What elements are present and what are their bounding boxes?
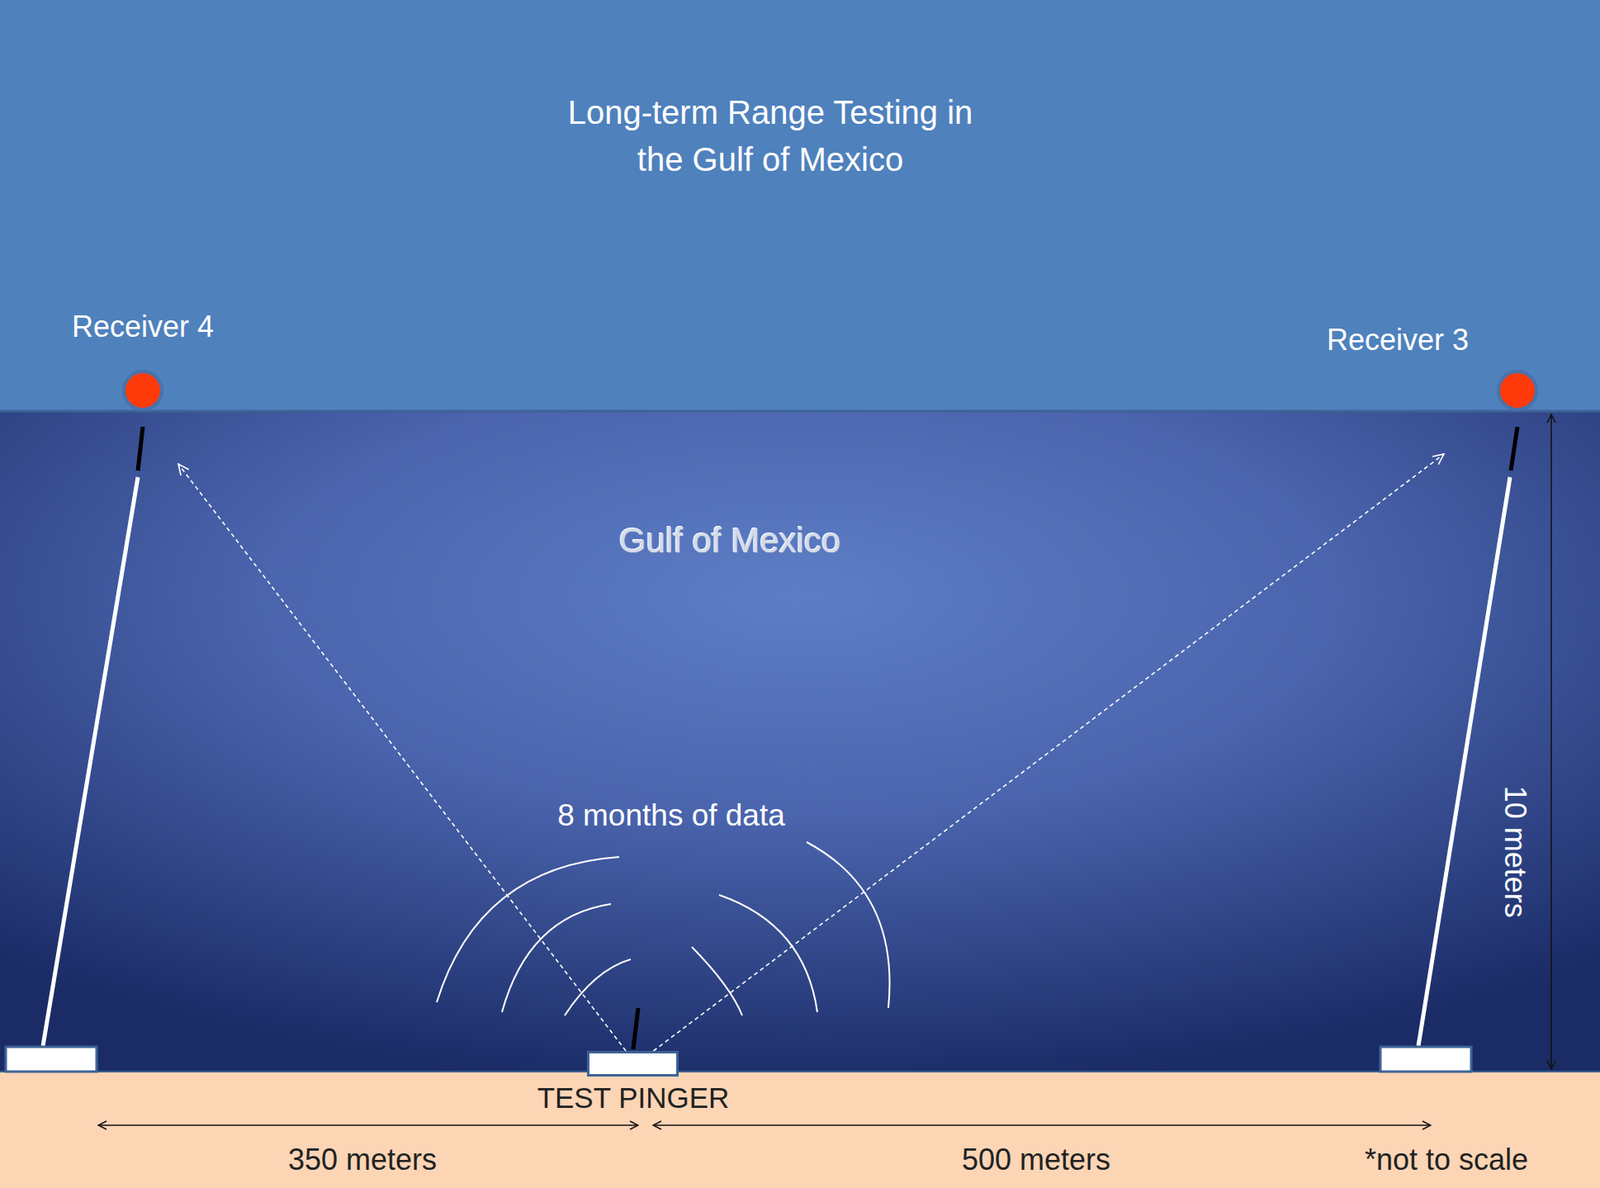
pinger-box: TEST PINGER [537, 1050, 730, 1115]
scale-note: *not to scale [1364, 1142, 1529, 1177]
pinger-transducer [633, 1008, 639, 1050]
dimension-arrow [653, 1124, 1431, 1127]
signal-path [178, 463, 626, 1051]
receiver-buoy [122, 369, 164, 412]
dimension-label: 350 meters [288, 1142, 437, 1177]
receiver-label: Receiver 4 [71, 309, 214, 344]
wave-arc [691, 946, 743, 1016]
sky-band [0, 0, 1600, 412]
receiver-buoy [1496, 369, 1539, 412]
anchor-block [5, 1046, 97, 1072]
device-label: TEST PINGER [537, 1081, 730, 1115]
receiver-label: Receiver 3 [1326, 322, 1469, 357]
dimension-label: 500 meters [961, 1142, 1111, 1177]
receiver-hydrophone [137, 426, 143, 471]
sound-waves [436, 842, 890, 1016]
seabed [0, 1071, 1600, 1188]
receiver-hydrophone [1510, 426, 1518, 471]
wave-arc [564, 959, 631, 1016]
note-label: 8 months of data [557, 798, 786, 834]
receiver-node: Receiver 3 [1326, 322, 1539, 412]
depth-arrow [1550, 414, 1553, 1070]
seabed-line [0, 1070, 1600, 1073]
mooring-line [42, 477, 138, 1047]
wave-arc [719, 894, 818, 1013]
dimension-arrow [98, 1124, 639, 1127]
water-surface [0, 410, 1600, 413]
mooring-line [1418, 477, 1511, 1047]
wave-arc [436, 856, 620, 1003]
wave-arc [501, 904, 611, 1013]
region-label: Gulf of Mexico [619, 520, 841, 561]
water-body [0, 411, 1600, 1072]
anchor-block [1380, 1046, 1472, 1072]
dimension-label: 10 meters [1497, 785, 1532, 919]
diagram-title: Long-term Range Testing in the Gulf of M… [553, 89, 988, 184]
receiver-node: Receiver 4 [71, 309, 214, 412]
pinger-housing [586, 1050, 679, 1077]
